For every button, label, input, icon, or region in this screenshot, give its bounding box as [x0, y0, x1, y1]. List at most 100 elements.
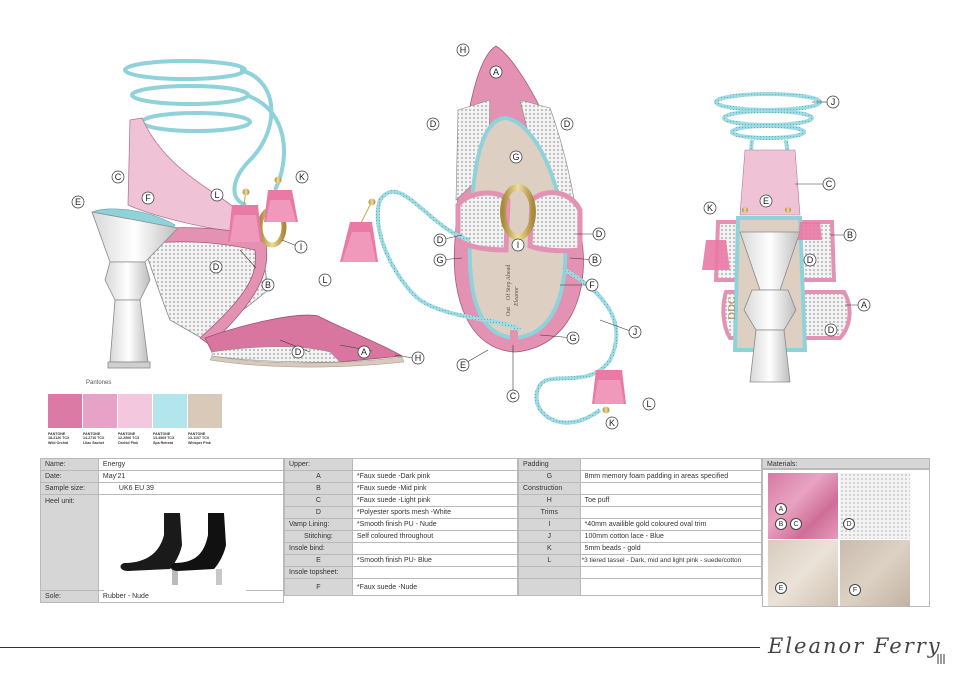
spec-value: 5mm beads - gold [579, 542, 763, 555]
callout-l: L [318, 273, 332, 287]
callout-letter: E [763, 196, 769, 206]
callout-letter: F [589, 280, 595, 290]
designer-signature: Eleanor Ferry [768, 634, 942, 658]
table-row: Padding [518, 458, 763, 471]
callout-d: D [426, 117, 440, 131]
callout-g: G [433, 253, 447, 267]
spec-value [351, 458, 519, 471]
spec-label: Sole: [40, 590, 99, 603]
spec-label: Name: [40, 458, 99, 471]
spec-value: Toe puff [579, 494, 763, 507]
pantone-label-line: Whisper Pink [188, 440, 211, 445]
insole-print-line2: Of Step Ahead [505, 265, 512, 300]
table-row: Sole:Rubber - Nude [40, 590, 285, 603]
spec-value: *Faux suede -Mid pink [351, 482, 519, 495]
table-row: I*40mm availible gold coloured oval trim [518, 518, 763, 531]
callout-l: L [642, 397, 656, 411]
callout-letter: H [415, 353, 422, 363]
callout-h: H [411, 351, 425, 365]
callout-a: A [357, 345, 371, 359]
callout-letter: G [436, 255, 443, 265]
pantone-label-line: Lilac Sachet [83, 440, 104, 445]
spec-label: Trims [518, 506, 581, 519]
callout-h: H [456, 43, 470, 57]
table-row [518, 578, 763, 596]
materials-title: Materials: [762, 458, 930, 469]
spec-value: *3 tiered tassel - Dark, mid and light p… [579, 554, 763, 567]
callout-letter: J [633, 327, 638, 337]
spec-value [351, 542, 519, 555]
back-heel [739, 231, 801, 383]
spec-value: Energy [97, 458, 285, 471]
callout-letter: D [596, 229, 603, 239]
callout-letter: L [214, 190, 219, 200]
spec-label: G [518, 470, 581, 483]
spec-label: L [518, 554, 581, 567]
gold-oval-trim-top [500, 184, 536, 240]
pantone-label-line: 13-1107 TCX [188, 436, 210, 441]
material-nude-pu [768, 540, 838, 606]
callout-b: B [261, 278, 275, 292]
spec-label: F [284, 578, 353, 596]
callout-letter: I [517, 240, 520, 250]
callout-b: B [843, 228, 857, 242]
upper-mid-pink-band [129, 227, 268, 346]
callout-j: J [826, 95, 840, 109]
callout-letter: D [828, 325, 835, 335]
table-row: Date:May'21 [40, 470, 285, 483]
callout-letter: A [861, 300, 867, 310]
tassel-top-left [340, 198, 378, 262]
spec-label: Stitching: [284, 530, 353, 543]
callout-k: K [295, 170, 309, 184]
callout-g: G [509, 150, 523, 164]
material-tag-c: C [790, 518, 802, 530]
insole-print-line1: Out [506, 307, 512, 316]
pantones-title: Pantones [86, 380, 112, 386]
sole-side [209, 355, 405, 368]
callout-e: E [71, 195, 85, 209]
spec-value [579, 458, 763, 471]
back-heel-counter [739, 149, 801, 216]
spec-label: I [518, 518, 581, 531]
callout-e: E [759, 194, 773, 208]
spec-value: UK6 EU 39 [97, 482, 285, 495]
table-row: Insole topsheet: [284, 566, 519, 579]
materials-panel: A B C D E F [762, 469, 930, 607]
top-strap-right [527, 190, 583, 254]
top-strap-left [455, 190, 511, 253]
callout-i: I [294, 240, 308, 254]
table-row: C*Faux suede -Light pink [284, 494, 519, 507]
spec-label: Construction [518, 482, 581, 495]
top-view: Out Of Step Ahead Eleanor [340, 45, 626, 425]
callout-letter: D [295, 347, 302, 357]
callout-a: A [857, 298, 871, 312]
spec-label: K [518, 542, 581, 555]
material-nude-suede [840, 540, 910, 606]
pantone-label-line: Wild Orchid [48, 440, 69, 445]
callout-letter: J [831, 97, 836, 107]
spec-label: Sample size: [40, 482, 99, 495]
callout-letter: G [569, 333, 576, 343]
spec-value: Rubber - Nude [97, 590, 285, 603]
spec-value: 100mm cotton lace - Blue [579, 530, 763, 543]
spec-label: Upper: [284, 458, 353, 471]
callout-f: F [141, 191, 155, 205]
callout-letter: E [75, 197, 81, 207]
spec-label: A [284, 470, 353, 483]
callout-letter: L [322, 275, 327, 285]
spec-value [579, 578, 763, 596]
table-row: F*Faux suede -Nude [284, 578, 519, 596]
spec-value: *40mm availible gold coloured oval trim [579, 518, 763, 531]
callout-letter: F [145, 193, 151, 203]
spec-table-upper: Upper: A*Faux suede -Dark pink B*Faux su… [284, 458, 519, 596]
spec-label: Padding [518, 458, 581, 471]
spec-label: B [284, 482, 353, 495]
spec-value: *Smooth finish PU - Nude [351, 518, 519, 531]
pantone-label-line: Orchid Pink [118, 440, 139, 445]
callout-e: E [456, 358, 470, 372]
table-row: E*Smooth finish PU- Blue [284, 554, 519, 567]
